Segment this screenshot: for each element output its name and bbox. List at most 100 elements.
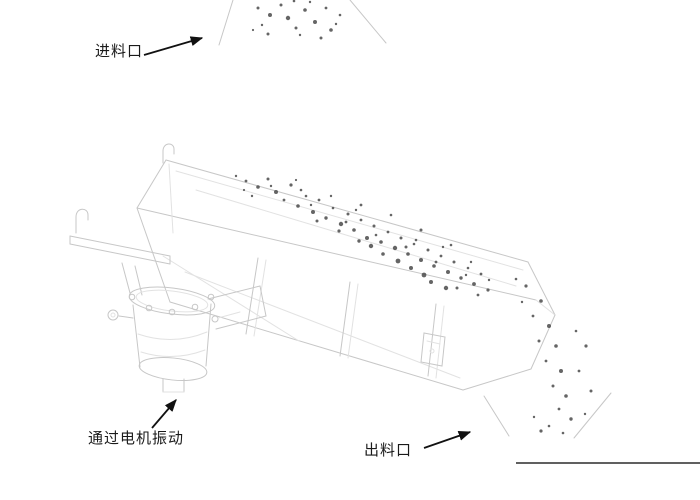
particle-dot bbox=[386, 230, 390, 234]
feed-inlet-arrow bbox=[143, 36, 204, 56]
particle-dot bbox=[374, 233, 378, 237]
motor-bottom bbox=[138, 356, 208, 382]
particle-dot bbox=[589, 389, 593, 393]
right-end-top bbox=[527, 261, 556, 316]
motor-flange bbox=[128, 286, 216, 316]
particle-dot bbox=[324, 216, 328, 220]
feed-funnel-sketch bbox=[218, 0, 387, 46]
particle-dot bbox=[392, 245, 398, 251]
particle-dot bbox=[234, 174, 238, 178]
particle-dot bbox=[466, 266, 470, 270]
particle-dot bbox=[359, 218, 363, 222]
particle-dot bbox=[464, 273, 468, 277]
particle-dot bbox=[344, 220, 348, 224]
particle-dot bbox=[514, 277, 518, 281]
particle-dot bbox=[472, 282, 476, 286]
particle-dot bbox=[242, 188, 246, 192]
particle-dot bbox=[299, 188, 303, 192]
particle-dot bbox=[294, 26, 298, 30]
trough-back-rim-inner bbox=[175, 170, 524, 271]
particle-dot bbox=[452, 260, 456, 264]
trough-left-end bbox=[136, 159, 167, 209]
suspension-beam-top bbox=[69, 235, 171, 257]
particle-dot bbox=[331, 206, 335, 210]
particle-dot bbox=[554, 344, 558, 348]
particle-dot bbox=[564, 394, 568, 398]
particle-dot bbox=[315, 219, 319, 223]
particle-dot bbox=[561, 431, 565, 435]
particle-dot bbox=[269, 184, 273, 188]
particle-dot bbox=[551, 384, 555, 388]
particle-dot bbox=[389, 213, 393, 217]
motor-arrow bbox=[151, 399, 177, 429]
particle-dot bbox=[524, 284, 528, 288]
motor-flange-inner bbox=[135, 289, 209, 313]
particle-dot bbox=[547, 324, 551, 328]
particle-dot bbox=[244, 179, 248, 183]
particle-dot bbox=[583, 412, 587, 416]
particle-dot bbox=[395, 258, 401, 264]
motor-bracket-2 bbox=[134, 265, 143, 296]
particle-dot bbox=[469, 260, 473, 264]
particle-dot bbox=[256, 185, 260, 189]
machine-body-sketch bbox=[136, 159, 556, 391]
front-face-left-edge bbox=[136, 207, 171, 303]
particle-dot bbox=[334, 22, 338, 26]
particle-dot bbox=[250, 194, 254, 198]
motor-band-1 bbox=[137, 331, 208, 341]
rib-1b bbox=[253, 259, 267, 337]
particle-dot bbox=[289, 183, 293, 187]
hatch-bolt bbox=[429, 348, 435, 354]
particle-dot bbox=[266, 32, 270, 36]
label-feed-inlet: 进料口 bbox=[95, 43, 144, 60]
particle-dot bbox=[537, 339, 541, 343]
particle-dot bbox=[539, 429, 543, 433]
particle-dot bbox=[268, 13, 272, 17]
particle-dot bbox=[298, 33, 302, 37]
particle-dot bbox=[409, 266, 413, 270]
particle-dot bbox=[419, 258, 423, 262]
particle-dot bbox=[309, 203, 313, 207]
particle-dot bbox=[292, 0, 296, 3]
particle-dot bbox=[359, 203, 363, 207]
motor-pipe bbox=[118, 315, 134, 319]
particle-dot bbox=[531, 314, 535, 318]
underside-line bbox=[184, 271, 461, 379]
pipe-cap bbox=[107, 309, 119, 321]
particle-dot bbox=[443, 285, 449, 291]
rib-2 bbox=[339, 281, 351, 357]
outlet-funnel-sketch bbox=[483, 392, 612, 439]
particle-dot bbox=[279, 3, 283, 7]
particle-dot bbox=[426, 248, 430, 252]
particle-dot bbox=[304, 194, 308, 198]
mount-plate-bottom bbox=[215, 315, 267, 330]
flange-bolt bbox=[128, 293, 136, 301]
front-face-bottom bbox=[169, 301, 464, 391]
particle-dot bbox=[487, 278, 491, 282]
suspension-beam-bottom bbox=[69, 243, 171, 265]
hanger-hook-right bbox=[162, 143, 175, 164]
motor-sketch bbox=[69, 143, 267, 393]
under-hatch-line bbox=[426, 340, 441, 345]
particle-dot bbox=[256, 6, 260, 10]
particle-dot bbox=[372, 224, 376, 228]
pipe-cap-center bbox=[110, 312, 116, 318]
flange-bolt bbox=[207, 293, 215, 301]
particle-dot bbox=[520, 300, 524, 304]
particle-dot bbox=[584, 344, 588, 348]
particle-dot bbox=[559, 369, 563, 373]
particle-dot bbox=[429, 280, 433, 284]
particle-dot bbox=[577, 369, 581, 373]
particle-dot bbox=[317, 198, 321, 202]
mount-plate-top bbox=[207, 285, 261, 300]
particle-dot bbox=[441, 245, 445, 249]
particle-dot bbox=[544, 359, 548, 363]
trough-front-rim bbox=[136, 207, 537, 301]
particle-dot bbox=[569, 417, 573, 421]
particle-dot bbox=[419, 228, 423, 232]
particle-dot bbox=[354, 208, 358, 212]
motor-body-right bbox=[205, 303, 212, 367]
particle-dot bbox=[446, 270, 450, 274]
diagonal-brace bbox=[162, 255, 300, 342]
rib-3b bbox=[435, 305, 445, 379]
